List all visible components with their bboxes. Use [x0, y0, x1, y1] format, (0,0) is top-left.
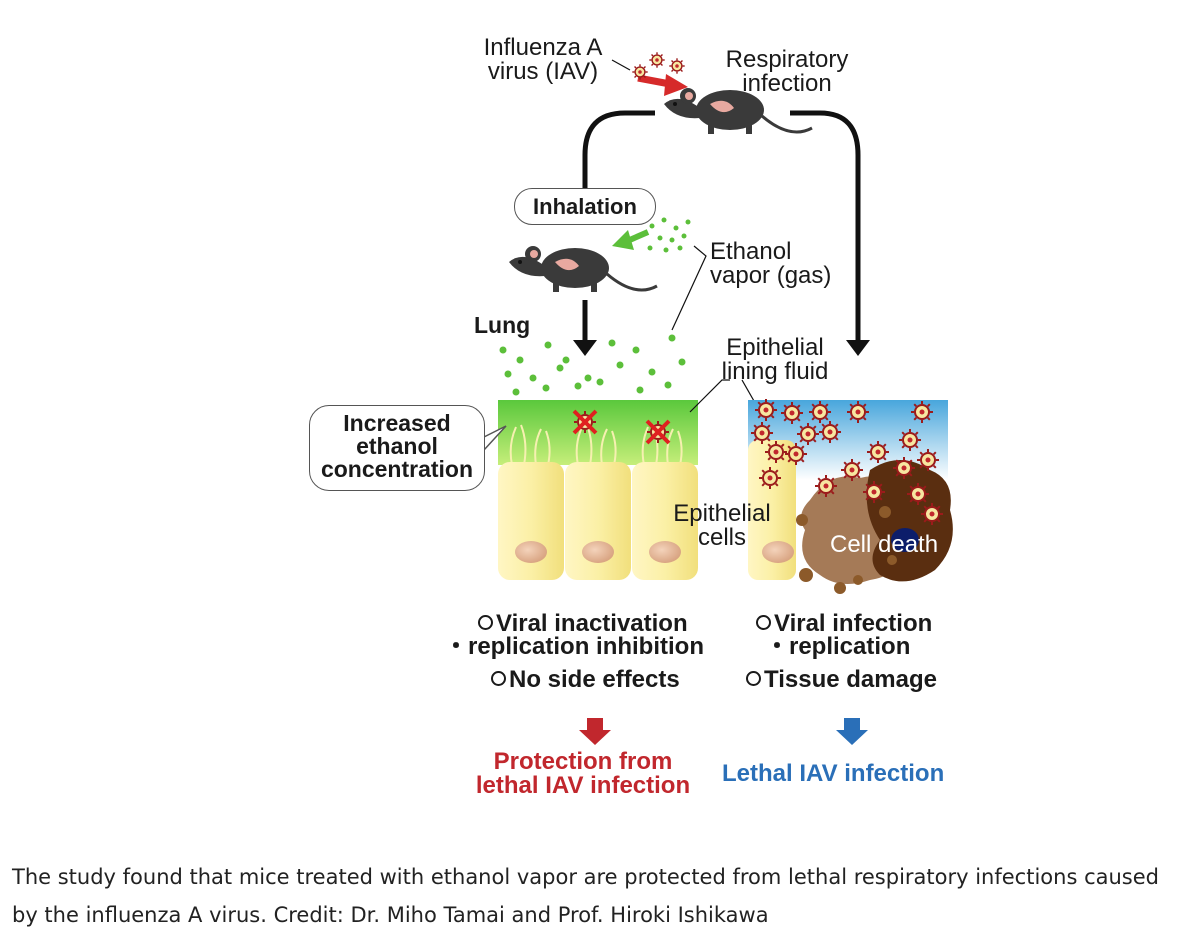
- top-left-curve: [582, 110, 655, 192]
- lethal-arrow: [836, 718, 868, 745]
- epithelial-lining-fluid-label: Epithelial lining fluid: [721, 334, 829, 385]
- right-outcome-line1: Viral infection: [756, 612, 932, 636]
- top-right-curve: [790, 110, 861, 345]
- left-outcome-line3: No side effects: [491, 668, 680, 692]
- diagram-artwork: [481, 51, 953, 745]
- lethal-result: Lethal IAV infection: [722, 760, 945, 787]
- respiratory-infection-label: Respiratory infection: [725, 46, 849, 97]
- virus-label: Influenza A virus (IAV): [483, 34, 603, 85]
- left-down-arrowhead: [573, 340, 597, 356]
- diagram-figure: Influenza A virus (IAV) Respiratory infe…: [0, 0, 1200, 835]
- right-down-arrowhead: [846, 340, 870, 356]
- inhalation-label: Inhalation: [514, 188, 656, 225]
- protection-result: Protection from lethal IAV infection: [475, 748, 691, 799]
- increased-ethanol-bubble: Increased ethanol concentration: [309, 405, 485, 491]
- right-outcome-line1-text: Viral infection: [774, 610, 933, 637]
- right-outcome-line2: ・replication: [765, 633, 911, 660]
- protection-arrow: [579, 718, 611, 745]
- left-outcome-line2: ・replication inhibition: [444, 633, 704, 660]
- ethanol-vapor-label: Ethanol vapor (gas): [710, 238, 832, 289]
- cell-death-label: Cell death: [830, 531, 939, 558]
- epithelial-cells-label: Epithelial cells: [673, 500, 771, 551]
- figure-caption: The study found that mice treated with e…: [12, 865, 1159, 927]
- inhaling-mouse: [507, 244, 659, 294]
- left-outcome-line3-text: No side effects: [509, 666, 680, 693]
- right-outcome-line3: Tissue damage: [746, 668, 937, 692]
- left-outcome-line1-text: Viral inactivation: [496, 610, 688, 637]
- lung-label: Lung: [474, 312, 531, 338]
- right-outcome-line3-text: Tissue damage: [764, 666, 937, 693]
- left-outcome-line1: Viral inactivation: [478, 612, 688, 636]
